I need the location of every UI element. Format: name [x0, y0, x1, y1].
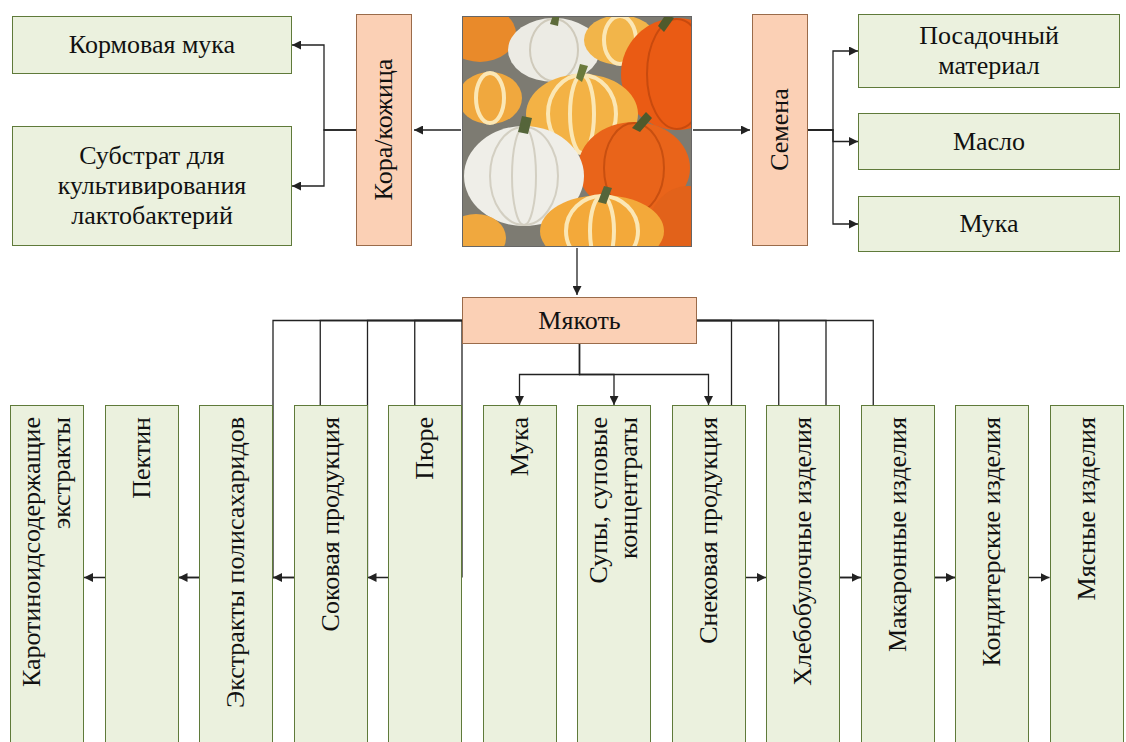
pumpkin-rib [490, 127, 558, 225]
box-label: Масло [953, 127, 1025, 157]
box-label: Макаронные изделия [882, 417, 912, 727]
product-box: Кормовая мука [12, 16, 292, 74]
box-label: Кора/кожица [369, 22, 399, 238]
box-label: Мякоть [538, 306, 620, 336]
photo-frame [463, 17, 692, 247]
pumpkin [462, 16, 516, 62]
pumpkin [508, 18, 600, 82]
product-box: Макаронные изделия [861, 405, 935, 742]
pumpkin-stem [658, 16, 674, 32]
box-label: Посадочный материал [869, 21, 1109, 81]
pumpkin-group [462, 16, 692, 247]
product-box: Соковая продукция [294, 405, 368, 742]
box-label: Соковая продукция [315, 417, 345, 727]
box-label: Каротиноидсодержащие экстракты [17, 417, 77, 727]
product-box: Кондитерские изделия [955, 405, 1029, 742]
pumpkin-stem [598, 186, 612, 204]
pumpkin-rib [512, 127, 536, 225]
box-label: Кормовая мука [69, 30, 235, 60]
box-label: Пектин [126, 417, 156, 727]
product-box: Мясные изделия [1050, 405, 1124, 742]
photo-arrow [693, 129, 750, 130]
product-box: Мука [858, 196, 1120, 252]
product-box: Пектин [105, 405, 179, 742]
box-label: Мясные изделия [1071, 417, 1101, 727]
category-box: Мякоть [462, 297, 697, 344]
box-label: Экстракты полисахаридов [221, 417, 251, 727]
box-label: Супы, суповые концентраты [584, 417, 644, 727]
pumpkin-rib [530, 19, 578, 81]
product-box: Масло [858, 113, 1120, 170]
product-box: Хлебобулочные изделия [766, 405, 840, 742]
pumpkin-rib [647, 19, 692, 129]
pumpkin-stem [550, 16, 560, 26]
connector-arrow [580, 344, 709, 405]
box-label: Мука [959, 209, 1018, 239]
product-box: Пюре [388, 405, 462, 742]
product-box: Снековая продукция [672, 405, 746, 742]
product-box: Мука [483, 405, 557, 742]
product-box: Супы, суповые концентраты [577, 405, 651, 742]
connector-arrow [292, 130, 356, 186]
box-label: Снековая продукция [693, 417, 723, 727]
connector-arrow [808, 51, 858, 130]
connector-arrow [808, 130, 858, 224]
category-box: Кора/кожица [356, 14, 412, 246]
pumpkin-stem [576, 64, 588, 82]
connector-arrow [292, 45, 356, 130]
box-label: Субстрат для культивирования лактобактер… [23, 141, 281, 231]
box-label: Пюре [410, 417, 440, 727]
pumpkin-stripe [476, 73, 504, 123]
box-label: Кондитерские изделия [977, 417, 1007, 727]
product-box: Посадочный материал [858, 14, 1120, 88]
photo-arrow [576, 248, 577, 295]
category-box: Семена [752, 14, 808, 246]
box-label: Хлебобулочные изделия [788, 417, 818, 727]
pumpkin-photo [462, 16, 692, 247]
pumpkin-stem [632, 112, 652, 132]
pumpkin-stem [518, 116, 532, 134]
pumpkin-stripe [590, 196, 614, 247]
product-box: Субстрат для культивирования лактобактер… [12, 126, 292, 246]
box-label: Семена [765, 22, 795, 238]
pumpkin-stripe [566, 196, 638, 247]
pumpkin [462, 214, 506, 247]
pumpkin [462, 72, 522, 124]
product-box: Каротиноидсодержащие экстракты [10, 405, 84, 742]
product-box: Экстракты полисахаридов [199, 405, 273, 742]
box-label: Мука [504, 417, 534, 727]
photo-arrow [414, 129, 461, 130]
connector-arrow [520, 344, 580, 405]
